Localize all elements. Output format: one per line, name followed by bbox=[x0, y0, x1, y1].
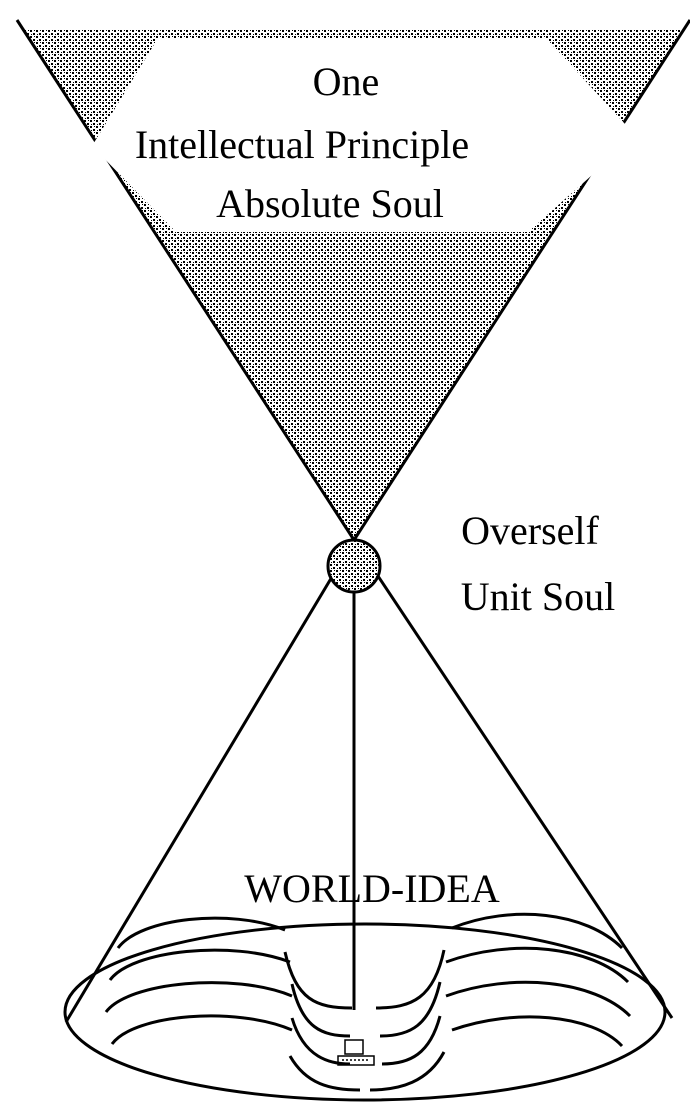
top-label-intellectual-principle: Intellectual Principle bbox=[135, 122, 469, 167]
top-label-absolute-soul: Absolute Soul bbox=[216, 181, 444, 226]
top-label-one: One bbox=[313, 59, 380, 104]
world-idea-label: WORLD-IDEA bbox=[244, 866, 500, 911]
left-arc-stack bbox=[106, 918, 292, 1044]
right-arc-stack bbox=[446, 914, 630, 1046]
overself-sphere bbox=[328, 540, 380, 592]
world-disc bbox=[65, 924, 665, 1100]
center-basin-curves bbox=[285, 950, 444, 1090]
middle-label-unit-soul: Unit Soul bbox=[461, 574, 615, 619]
middle-label-overself: Overself bbox=[461, 508, 599, 553]
computer-icon bbox=[338, 1040, 374, 1065]
